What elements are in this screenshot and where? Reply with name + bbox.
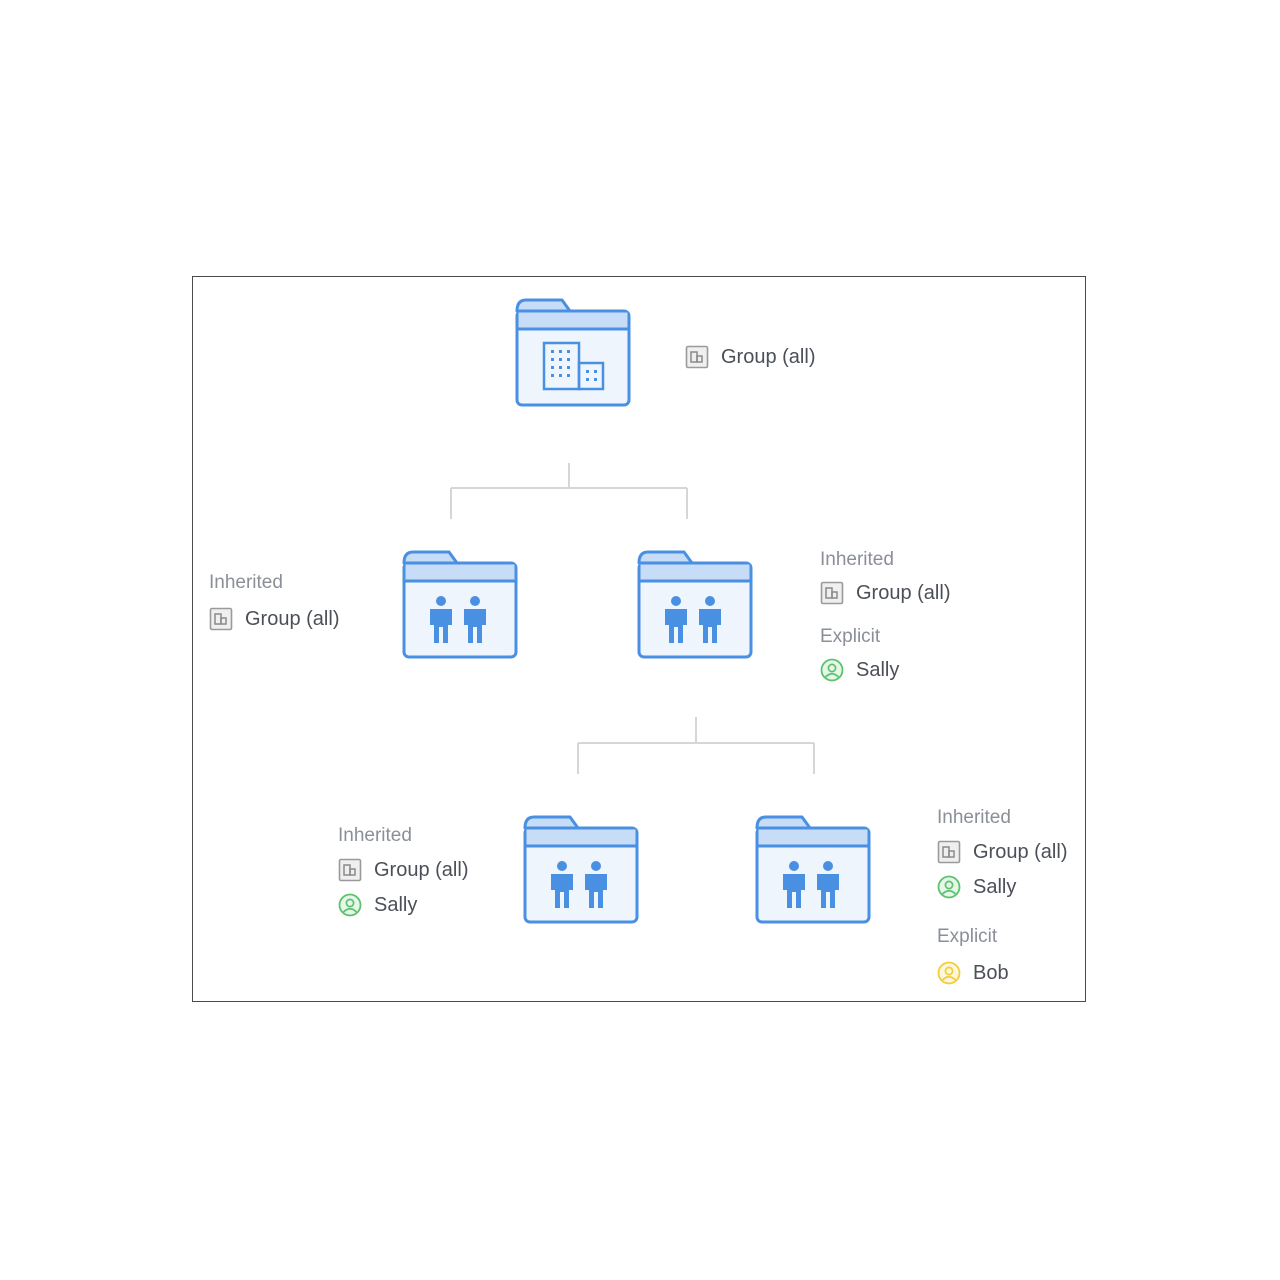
user-icon <box>937 875 961 899</box>
group-label: Group (all) <box>973 840 1068 863</box>
group-label: Group (all) <box>245 607 340 630</box>
root-folder-building-icon[interactable] <box>514 297 632 409</box>
inherited-heading: Inherited <box>338 825 412 846</box>
inherited-heading: Inherited <box>209 572 283 593</box>
group-icon <box>338 858 362 882</box>
permission-row: Sally <box>338 892 468 918</box>
permission-row: Bob <box>937 960 1067 986</box>
group-icon <box>209 607 233 631</box>
level1-right-permissions: Inherited Group (all) Explicit Sally <box>820 549 950 683</box>
user-label: Sally <box>973 875 1017 898</box>
permission-row: Group (all) <box>820 580 950 606</box>
permission-row: Sally <box>937 874 1067 900</box>
group-icon <box>937 840 961 864</box>
group-icon <box>685 345 709 369</box>
level1-left-permissions: Inherited Group (all) <box>209 572 339 632</box>
permission-row: Sally <box>820 657 950 683</box>
group-label: Group (all) <box>721 345 816 368</box>
level2-left-permissions: Inherited Group (all) Sally <box>338 825 468 918</box>
user-label: Bob <box>973 961 1009 984</box>
permission-row: Group (all) <box>209 606 339 632</box>
tree-connectors <box>450 463 815 774</box>
team-folder-icon[interactable] <box>636 549 754 661</box>
inherited-heading: Inherited <box>937 807 1011 828</box>
root-permissions: Group (all) <box>685 344 815 370</box>
user-icon <box>820 658 844 682</box>
group-label: Group (all) <box>856 581 951 604</box>
level2-right-permissions: Inherited Group (all) Sally Explicit <box>937 807 1067 986</box>
permission-row: Group (all) <box>338 857 468 883</box>
explicit-heading: Explicit <box>937 926 998 947</box>
user-label: Sally <box>856 658 900 681</box>
user-label: Sally <box>374 893 418 916</box>
team-folder-icon[interactable] <box>522 814 640 926</box>
team-folder-icon[interactable] <box>754 814 872 926</box>
team-folder-icon[interactable] <box>401 549 519 661</box>
inherited-heading: Inherited <box>820 549 894 570</box>
group-icon <box>820 581 844 605</box>
explicit-heading: Explicit <box>820 626 881 647</box>
user-icon <box>937 961 961 985</box>
permission-row: Group (all) <box>937 839 1067 865</box>
permission-row: Group (all) <box>685 344 815 370</box>
diagram-frame: Group (all) Inherited Group (all) <box>192 276 1086 1002</box>
user-icon <box>338 893 362 917</box>
group-label: Group (all) <box>374 858 469 881</box>
